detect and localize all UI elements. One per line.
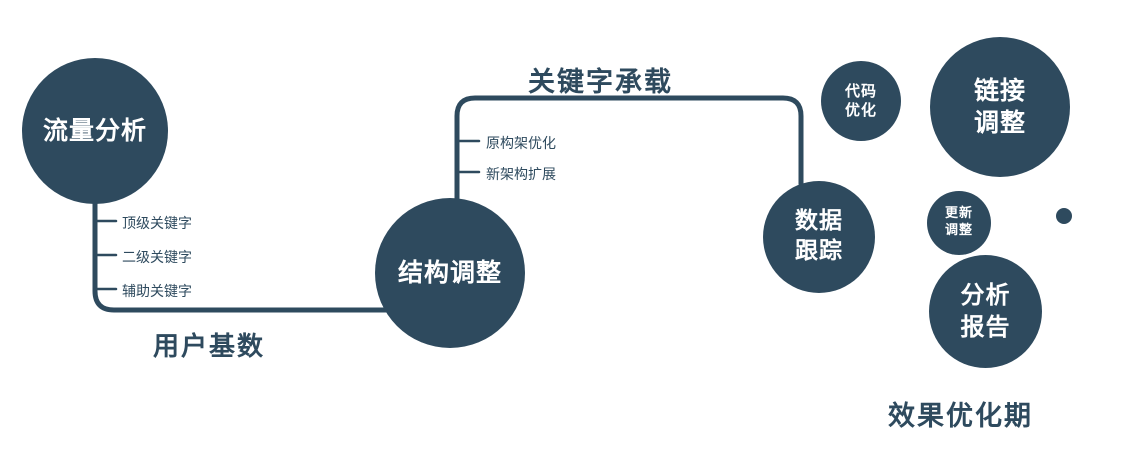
node-traffic-analysis: 流量分析 — [22, 58, 168, 204]
node-code-optimization-line1: 代码 — [844, 81, 877, 100]
node-code-optimization: 代码 优化 — [821, 61, 901, 141]
node-structure-adjustment-label: 结构调整 — [397, 257, 502, 287]
branch-label-new-architecture: 新架构扩展 — [486, 167, 556, 183]
node-analysis-report: 分析 报告 — [929, 255, 1042, 368]
node-data-tracking-line2: 跟踪 — [795, 238, 843, 264]
node-link-adjustment-line2: 调整 — [973, 108, 1026, 137]
node-update-adjustment-line1: 更新 — [944, 206, 973, 222]
branch-label-second-keyword: 二级关键字 — [122, 250, 192, 266]
branch-label-aux-keyword: 辅助关键字 — [122, 284, 192, 300]
dot-marker — [1056, 208, 1072, 224]
node-data-tracking: 数据 跟踪 — [763, 181, 875, 293]
edge-label-keyword-carrying: 关键字承载 — [528, 67, 673, 98]
node-link-adjustment-line1: 链接 — [973, 75, 1026, 105]
node-link-adjustment: 链接 调整 — [930, 37, 1070, 177]
caption-effect-optimization-period: 效果优化期 — [888, 401, 1033, 432]
node-code-optimization-line2: 优化 — [844, 101, 877, 119]
node-traffic-analysis-label: 流量分析 — [42, 115, 147, 145]
node-analysis-report-line1: 分析 — [960, 281, 1011, 310]
branch-label-original-architecture: 原构架优化 — [486, 136, 556, 152]
branch-label-top-keyword: 顶级关键字 — [122, 216, 192, 232]
node-structure-adjustment: 结构调整 — [375, 198, 525, 348]
node-data-tracking-line1: 数据 — [795, 208, 843, 235]
node-analysis-report-line2: 报告 — [960, 312, 1011, 341]
node-update-adjustment: 更新 调整 — [927, 191, 991, 255]
node-update-adjustment-line2: 调整 — [944, 223, 973, 238]
edge-label-user-base: 用户基数 — [153, 332, 266, 362]
